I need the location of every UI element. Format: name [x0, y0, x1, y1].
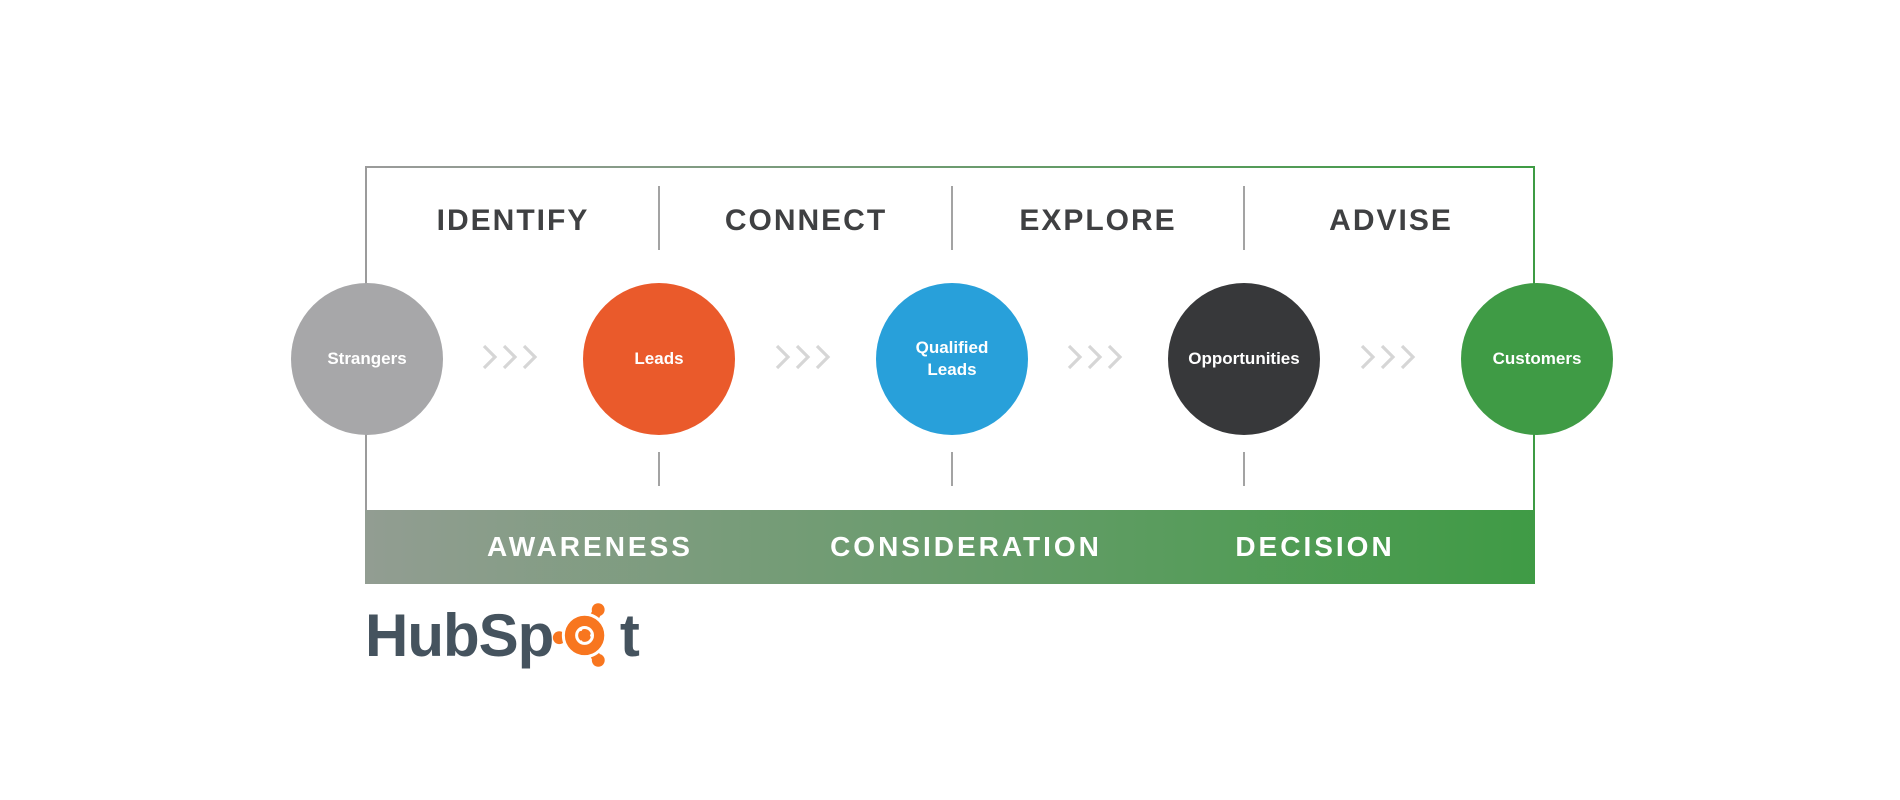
stage-divider-top [1243, 186, 1245, 250]
funnel-node-opportunities: Opportunities [1168, 283, 1320, 435]
funnel-frame: IDENTIFY CONNECT EXPLORE ADVISE Stranger… [291, 166, 1613, 584]
funnel-node-qualified-leads: Qualified Leads [876, 283, 1028, 435]
funnel-node-label: Customers [1492, 348, 1582, 368]
flow-arrow-icon [1067, 344, 1123, 370]
hubspot-sprocket-icon [553, 603, 608, 667]
stage-label-identify: IDENTIFY [436, 204, 590, 237]
stage-divider-bottom [658, 452, 660, 486]
funnel-node-label: Qualified Leads [915, 337, 989, 379]
stage-divider-bottom [951, 452, 953, 486]
flow-arrow-icon [1360, 344, 1416, 370]
funnel-node-leads: Leads [583, 283, 735, 435]
funnel-node-label: Leads [634, 348, 684, 368]
stage-label-advise: ADVISE [1329, 204, 1453, 237]
logo-text-after: t [619, 602, 640, 669]
stage-divider-top [658, 186, 660, 250]
phase-label-awareness: AWARENESS [487, 531, 693, 562]
funnel-node-label: Opportunities [1188, 348, 1300, 368]
phase-label-decision: DECISION [1235, 531, 1395, 562]
hubspot-logo: HubSp t [365, 596, 640, 670]
stage-divider-bottom [1243, 452, 1245, 486]
logo-text-before: HubSp [365, 602, 554, 669]
phase-bar: AWARENESS CONSIDERATION DECISION [365, 510, 1535, 584]
stage-divider-top [951, 186, 953, 250]
funnel-node-label: Strangers [327, 348, 407, 368]
funnel-node-strangers: Strangers [291, 283, 443, 435]
phase-label-consideration: CONSIDERATION [830, 531, 1102, 562]
stage-label-connect: CONNECT [724, 204, 888, 237]
flow-arrow-icon [482, 344, 538, 370]
stage-label-explore: EXPLORE [1019, 204, 1177, 237]
flow-arrow-icon [775, 344, 831, 370]
funnel-node-customers: Customers [1461, 283, 1613, 435]
